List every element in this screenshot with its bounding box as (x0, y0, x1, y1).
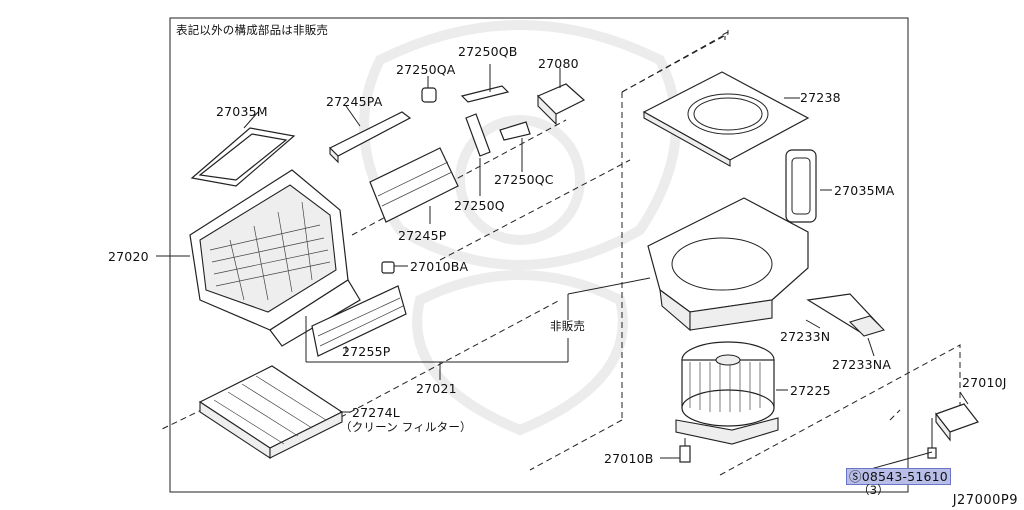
callout-27020[interactable]: 27020 (108, 249, 149, 264)
callout-08543-51610[interactable]: Ⓢ08543-51610 (846, 466, 951, 485)
part-27035M-seal (190, 127, 296, 187)
callout-27080[interactable]: 27080 (538, 56, 579, 71)
callout-08543-51610-text: 08543-51610 (861, 469, 948, 484)
part-27274L-filter (198, 365, 344, 460)
part-27225-blower (675, 341, 779, 445)
blower-group-outline (621, 30, 729, 420)
diagram-frame (169, 17, 909, 493)
callout-27233NA[interactable]: 27233NA (832, 357, 892, 372)
callout-27021[interactable]: 27021 (416, 381, 457, 396)
callout-27035M[interactable]: 27035M (216, 104, 268, 119)
callout-27250Q[interactable]: 27250Q (454, 198, 505, 213)
callout-27255P[interactable]: 27255P (342, 344, 391, 359)
callout-27274L-description: （クリーン フィルター） (340, 420, 472, 434)
part-27250QB (460, 85, 510, 103)
part-27245P (369, 147, 459, 223)
part-27010J-resistor (927, 403, 979, 459)
callout-27010B[interactable]: 27010B (604, 451, 654, 466)
callout-not-sold: 非販売 (550, 319, 586, 333)
part-27255P (311, 285, 407, 357)
note-not-sold-parts: 表記以外の構成部品は非販売 (176, 23, 329, 37)
part-27010B-screw (679, 438, 691, 463)
callout-27250QC[interactable]: 27250QC (494, 172, 554, 187)
diagram-code: J27000P9 (952, 493, 1018, 508)
callout-27010J[interactable]: 27010J (962, 375, 1007, 390)
callout-27274L[interactable]: 27274L (352, 405, 400, 420)
part-27233NA (848, 315, 886, 337)
callout-08543-quantity: （3） (858, 483, 889, 497)
part-27250QA (421, 87, 437, 103)
callout-27245P[interactable]: 27245P (398, 228, 447, 243)
callout-27233N[interactable]: 27233N (780, 329, 831, 344)
callout-27250QA[interactable]: 27250QA (396, 62, 456, 77)
part-27238-plate (642, 71, 810, 167)
part-27080-actuator (536, 83, 586, 126)
callout-27245PA[interactable]: 27245PA (326, 94, 383, 109)
part-27035MA-gasket (785, 149, 817, 223)
part-27020-case (189, 169, 361, 347)
part-27245PA (328, 111, 412, 164)
callout-27250QB[interactable]: 27250QB (458, 44, 518, 59)
part-27010BA (381, 261, 395, 274)
callout-27035MA[interactable]: 27035MA (834, 183, 895, 198)
callout-27238[interactable]: 27238 (800, 90, 841, 105)
part-blower-housing (647, 197, 809, 332)
callout-27010BA[interactable]: 27010BA (410, 259, 469, 274)
part-27250QC (499, 121, 531, 141)
part-27250Q (465, 113, 491, 157)
screw-symbol-icon: Ⓢ (849, 469, 862, 484)
callout-27225[interactable]: 27225 (790, 383, 831, 398)
